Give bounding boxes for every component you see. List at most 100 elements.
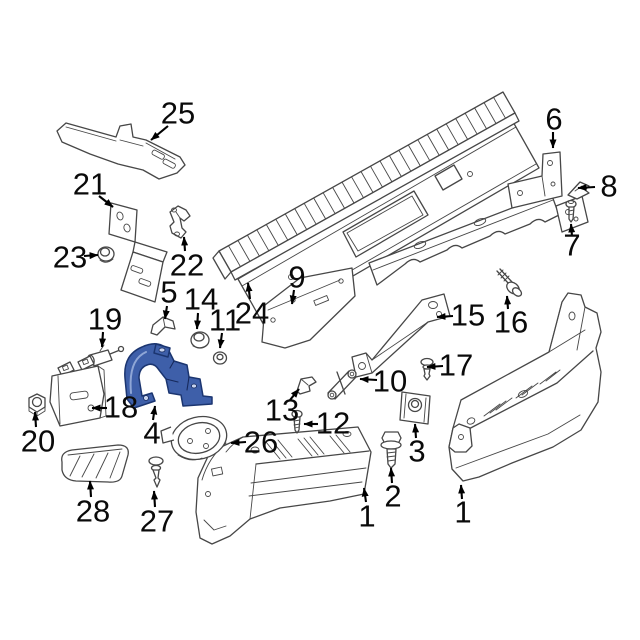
- part-18-bracket: [49, 355, 107, 427]
- callout-arrow: [245, 282, 253, 300]
- part-14-grommet-nut: [190, 331, 210, 349]
- callout-arrow: [412, 423, 420, 439]
- part-number-label[interactable]: 17: [439, 348, 473, 383]
- callout-part-2[interactable]: 2: [384, 467, 402, 514]
- part-number-label[interactable]: 8: [600, 169, 617, 204]
- callout-part-25[interactable]: 25: [150, 96, 195, 141]
- callout-part-4[interactable]: 4: [143, 405, 161, 451]
- part-number-label[interactable]: 26: [244, 425, 278, 460]
- part-number-label[interactable]: 12: [316, 406, 350, 441]
- callout-part-17[interactable]: 17: [426, 348, 473, 383]
- part-4-highlighted-bracket: [124, 343, 213, 409]
- part-13-clip: [296, 376, 317, 395]
- callout-arrow: [181, 236, 189, 252]
- part-number-label[interactable]: 5: [160, 275, 177, 310]
- part-28-step-pad: [61, 444, 129, 483]
- callout-part-19[interactable]: 19: [88, 302, 122, 348]
- callout-arrow: [388, 467, 396, 484]
- rear-reinforcement-beam: [368, 192, 589, 286]
- part-number-label[interactable]: 27: [140, 504, 174, 539]
- part-16-bolt: [496, 268, 523, 297]
- callout-part-16[interactable]: 16: [494, 295, 528, 340]
- part-number-label[interactable]: 19: [88, 302, 122, 337]
- part-10-link: [327, 369, 357, 400]
- part-number-label[interactable]: 21: [73, 167, 107, 202]
- part-number-label[interactable]: 14: [184, 282, 218, 317]
- part-7-screw: [565, 199, 577, 223]
- part-number-label[interactable]: 24: [235, 296, 269, 331]
- part-26-cup-bracket: [160, 415, 228, 461]
- callout-part-8[interactable]: 8: [577, 169, 618, 204]
- callout-part-10[interactable]: 10: [359, 364, 407, 399]
- callout-arrow: [98, 195, 114, 208]
- part-number-label[interactable]: 7: [563, 228, 580, 263]
- callout-part-12[interactable]: 12: [303, 406, 350, 441]
- part-number-label[interactable]: 2: [384, 479, 401, 514]
- callout-arrow: [150, 125, 169, 141]
- part-number-label[interactable]: 4: [143, 416, 160, 451]
- part-number-label[interactable]: 1: [358, 499, 375, 534]
- part-24-step-pad: [212, 91, 520, 281]
- part-27-push-pin: [148, 456, 164, 488]
- part-number-label[interactable]: 28: [76, 494, 110, 529]
- part-number-label[interactable]: 22: [170, 248, 204, 283]
- callout-arrow: [162, 305, 170, 320]
- callout-part-6[interactable]: 6: [545, 102, 563, 149]
- callout-part-24[interactable]: 24: [235, 282, 269, 331]
- callout-part-26[interactable]: 26: [230, 425, 278, 460]
- part-number-label[interactable]: 20: [21, 424, 55, 459]
- callout-arrow: [230, 438, 247, 446]
- callout-arrow: [359, 376, 378, 383]
- part-number-label[interactable]: 16: [494, 305, 528, 340]
- part-20-nut: [28, 393, 46, 417]
- part-17-push-pin: [420, 357, 434, 381]
- callout-arrow: [504, 295, 512, 310]
- callout-part-27[interactable]: 27: [140, 490, 174, 539]
- part-number-label[interactable]: 13: [265, 393, 299, 428]
- part-number-label[interactable]: 23: [53, 240, 87, 275]
- callout-part-21[interactable]: 21: [73, 167, 114, 208]
- callout-arrow: [568, 223, 576, 237]
- part-6-bracket: [507, 151, 563, 209]
- part-8-clip: [567, 181, 590, 200]
- part-3-cage-nut: [399, 391, 431, 425]
- callout-part-14[interactable]: 14: [184, 282, 218, 330]
- callout-arrow: [194, 312, 202, 330]
- callout-arrow: [151, 490, 159, 508]
- callout-arrow: [217, 332, 225, 349]
- callout-arrow: [99, 331, 107, 348]
- callout-part-1[interactable]: 1: [454, 484, 472, 530]
- callout-arrow: [87, 480, 95, 498]
- callout-part-5[interactable]: 5: [160, 275, 178, 320]
- callout-part-15[interactable]: 15: [436, 298, 485, 333]
- callout-part-9[interactable]: 9: [288, 260, 306, 305]
- callout-part-7[interactable]: 7: [563, 223, 581, 263]
- callout-part-1[interactable]: 1: [358, 487, 376, 534]
- part-1-left-bumper-section: [195, 426, 372, 545]
- callout-part-18[interactable]: 18: [91, 390, 138, 425]
- part-number-label[interactable]: 1: [454, 495, 471, 530]
- part-number-label[interactable]: 25: [161, 96, 195, 131]
- part-25-step-bracket: [56, 122, 186, 180]
- callout-part-13[interactable]: 13: [265, 388, 300, 428]
- callout-arrow: [32, 411, 40, 428]
- part-number-label[interactable]: 6: [545, 102, 562, 137]
- part-number-label[interactable]: 11: [209, 303, 241, 338]
- callout-part-3[interactable]: 3: [408, 423, 426, 469]
- callout-part-28[interactable]: 28: [76, 480, 110, 529]
- part-number-label[interactable]: 9: [288, 260, 305, 295]
- callout-part-22[interactable]: 22: [170, 236, 204, 283]
- part-number-label[interactable]: 15: [451, 298, 485, 333]
- callout-part-11[interactable]: 11: [209, 303, 241, 349]
- callout-part-20[interactable]: 20: [21, 411, 55, 459]
- part-number-label[interactable]: 10: [373, 364, 407, 399]
- part-12-screw: [291, 409, 303, 434]
- callout-part-23[interactable]: 23: [53, 240, 99, 275]
- callout-arrow: [289, 388, 300, 401]
- part-11-washer: [212, 351, 228, 365]
- part-number-label[interactable]: 3: [408, 434, 425, 469]
- part-number-label[interactable]: 18: [104, 390, 138, 425]
